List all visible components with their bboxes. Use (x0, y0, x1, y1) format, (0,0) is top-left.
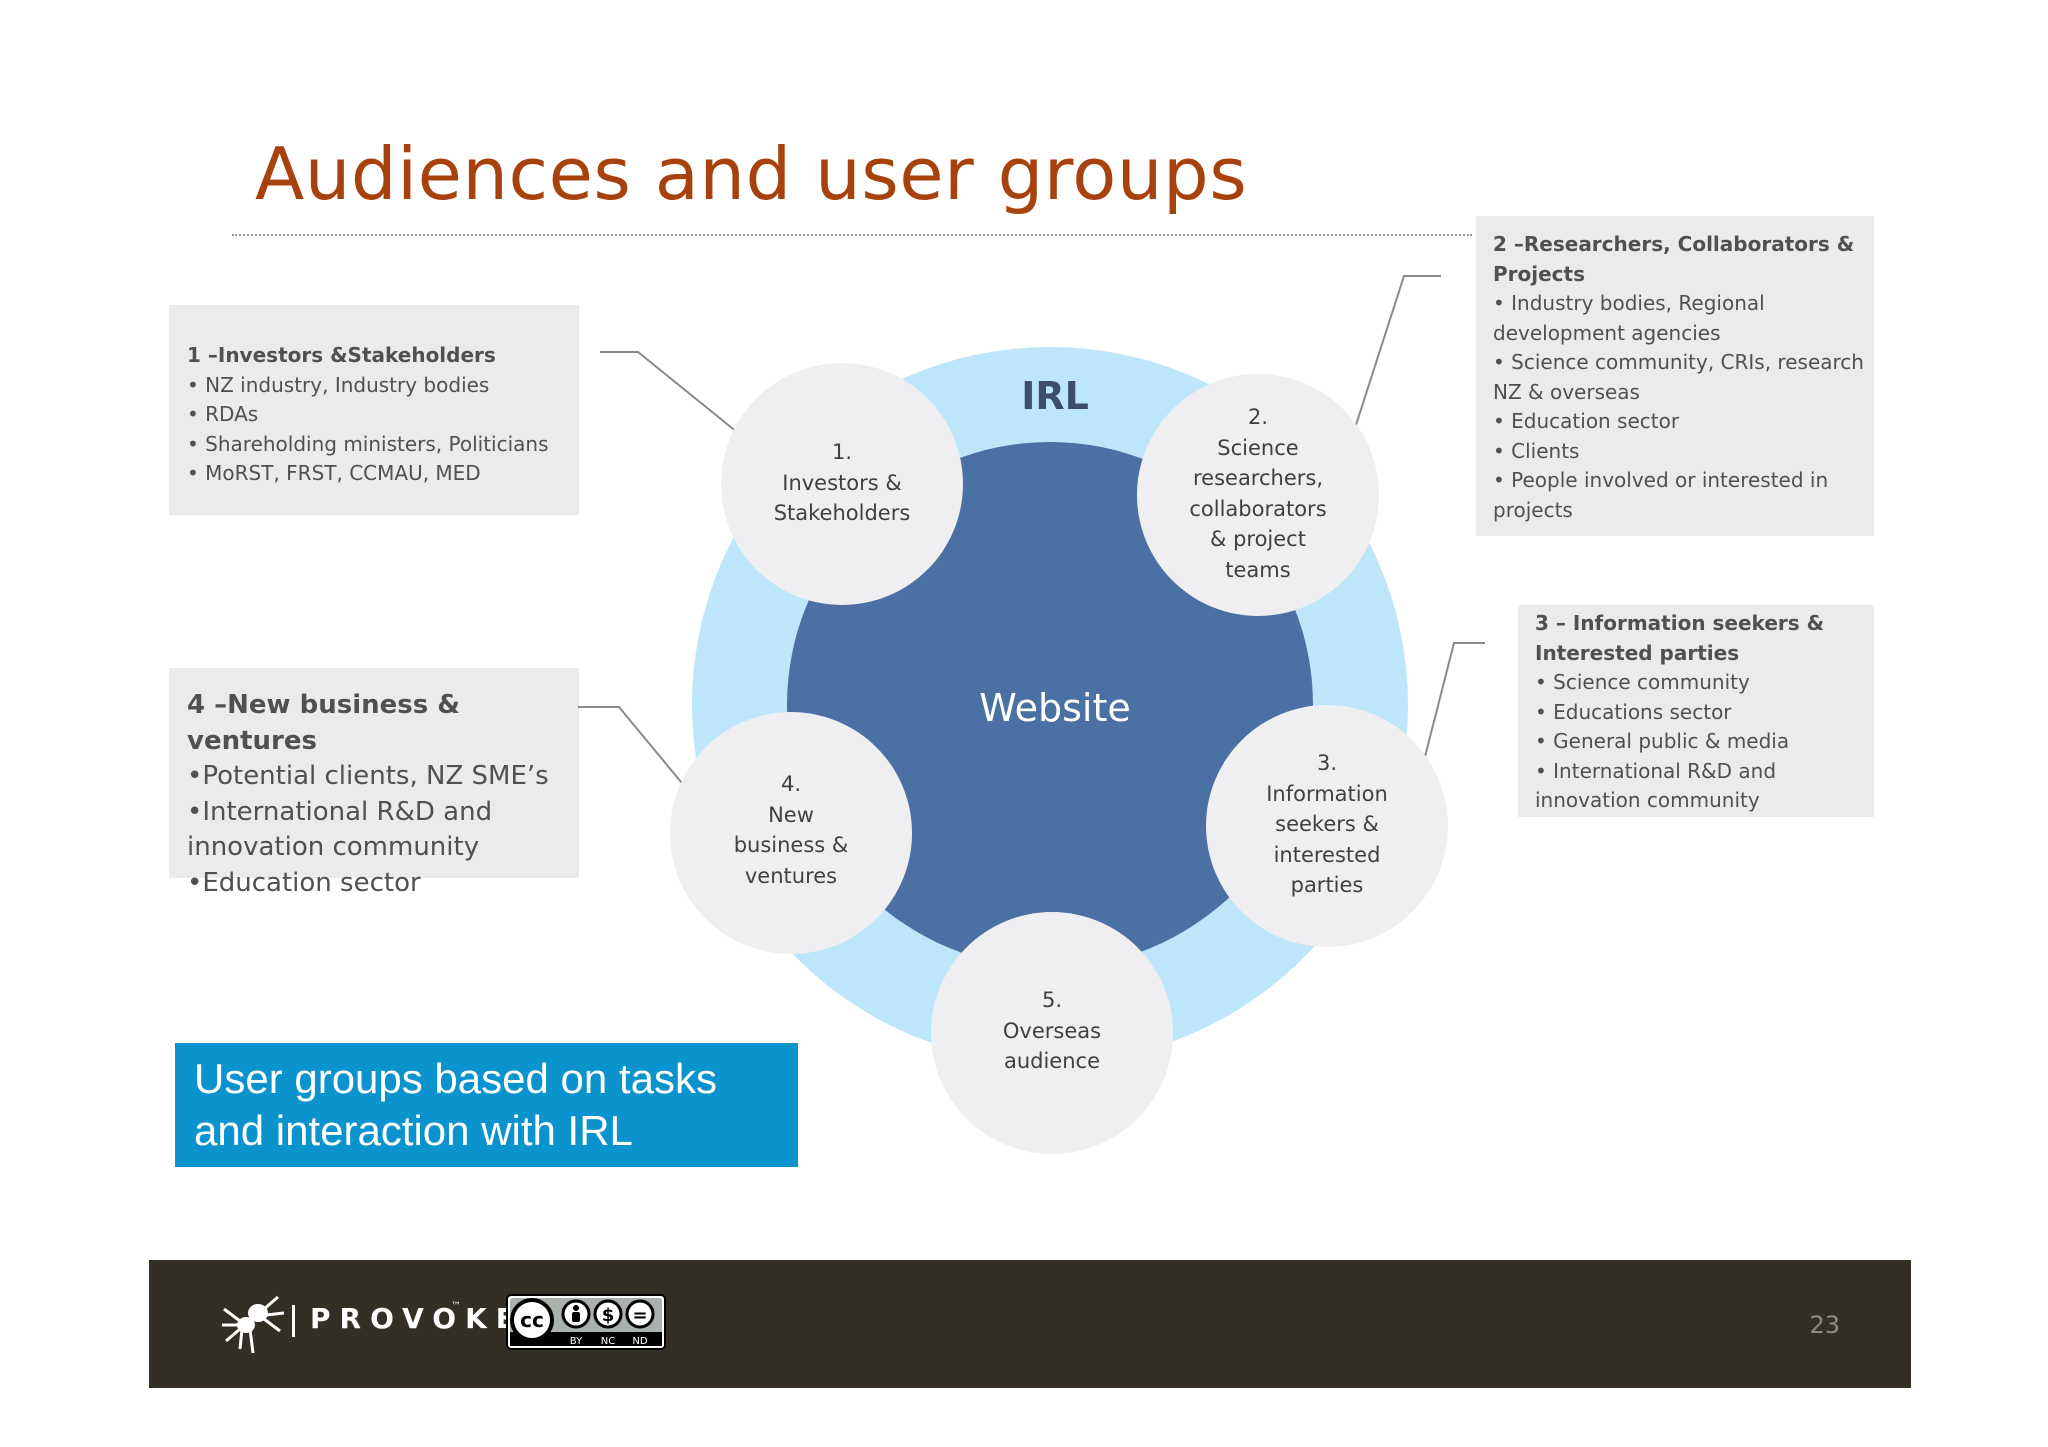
node-overseas (931, 912, 1173, 1154)
list-item: projects (1493, 497, 1573, 522)
license-label-by: BY (570, 1336, 583, 1347)
cc-glyph: cc (520, 1308, 544, 1332)
node-number: 1. (831, 440, 853, 464)
node-label-researchers: 2. Science researchers, collaborators & … (1158, 402, 1358, 585)
footer-bar (149, 1260, 1911, 1388)
node-label-line: audience (1003, 1049, 1101, 1073)
list-item: • Science community (1535, 670, 1750, 694)
summary-callout: User groups based on tasks and interacti… (175, 1043, 798, 1167)
title-divider (232, 234, 1472, 236)
slide-title: Audiences and user groups (255, 132, 1248, 216)
spider-logo-icon (222, 1295, 285, 1354)
callout-line: User groups based on tasks (194, 1055, 717, 1102)
connector-line-new-business (578, 706, 706, 812)
node-number: 4. (780, 772, 802, 796)
list-item: •Potential clients, NZ SME’s (187, 761, 549, 791)
irl-label: IRL (1021, 374, 1089, 418)
node-label-line: parties (1290, 873, 1364, 897)
nd-icon: = (625, 1299, 655, 1329)
by-icon (561, 1299, 591, 1329)
node-information-seekers (1206, 705, 1448, 947)
node-researchers (1137, 374, 1379, 616)
node-label-line: New (768, 802, 814, 827)
node-label-line: Investors & (782, 470, 902, 495)
list-item: • General public & media (1535, 729, 1790, 753)
node-label-line: researchers, (1192, 466, 1324, 490)
group-box-information-seekers: 3 – Information seekers & Interested par… (1518, 605, 1874, 817)
list-item: • People involved or interested in (1493, 468, 1829, 492)
list-item: • Clients (1493, 438, 1580, 463)
group-box-researchers: 2 –Researchers, Collaborators & Projects… (1476, 216, 1874, 536)
node-label-overseas: 5. Overseas audience (952, 985, 1152, 1077)
node-number: 5. (1041, 988, 1063, 1012)
nc-glyph: $ (602, 1305, 615, 1326)
group-title: 3 – Information seekers & (1535, 611, 1825, 635)
connector-line-investors (600, 351, 749, 442)
trademark-mark: ™ (451, 1301, 461, 1312)
group-title: Projects (1493, 261, 1586, 286)
brand-divider (292, 1305, 295, 1337)
node-number: 2. (1247, 405, 1269, 429)
license-label-nc: NC (601, 1336, 615, 1347)
list-item: NZ & overseas (1493, 379, 1640, 404)
list-item: innovation community (187, 832, 480, 862)
list-item: • International R&D and (1535, 758, 1777, 783)
node-label-line: Information (1266, 781, 1388, 806)
list-item: development agencies (1493, 320, 1721, 345)
node-number: 3. (1316, 751, 1338, 775)
list-item: •International R&D and (187, 796, 493, 827)
list-item: • Science community, CRIs, research (1493, 350, 1864, 374)
group-title: Interested parties (1535, 640, 1740, 665)
connector-line-information-seekers (1416, 642, 1485, 789)
license-label-nd: ND (632, 1336, 647, 1347)
node-label-line: Overseas (1002, 1018, 1102, 1043)
node-label-line: Stakeholders (773, 501, 911, 525)
node-label-investors: 1. Investors & Stakeholders (742, 437, 942, 529)
badge-footer-strip (510, 1332, 662, 1346)
nd-glyph: = (632, 1305, 647, 1326)
cc-icon: cc (510, 1298, 554, 1342)
list-item: • Education sector (1493, 409, 1680, 433)
node-label-line: collaborators (1189, 496, 1327, 521)
node-label-line: Science (1217, 435, 1299, 460)
page-number: 23 (1809, 1311, 1840, 1339)
website-label: Website (979, 686, 1131, 730)
group-title: 4 –New business & ventures (187, 690, 460, 756)
brand-name: PROVOKE (310, 1302, 524, 1335)
node-label-new-business: 4. New business & ventures (691, 769, 891, 891)
list-item: • NZ industry, Industry bodies (187, 372, 490, 397)
node-label-line: teams (1225, 557, 1291, 582)
cc-license-badge: cc $ = BY NC ND (506, 1294, 666, 1350)
list-item: • Shareholding ministers, Politicians (187, 431, 549, 456)
node-label-line: interested (1273, 842, 1381, 867)
node-label-line: & project (1210, 527, 1306, 551)
nc-icon: $ (593, 1299, 623, 1329)
list-item: • RDAs (187, 402, 259, 426)
node-label-line: business & (733, 833, 849, 857)
node-investors (721, 363, 963, 605)
node-label-information-seekers: 3. Information seekers & interested part… (1227, 748, 1427, 901)
group-box-new-business: 4 –New business & ventures •Potential cl… (169, 668, 579, 898)
list-item: • MoRST, FRST, CCMAU, MED (187, 461, 481, 485)
connector-line-researchers (1344, 275, 1441, 460)
list-item: •Education sector (187, 867, 421, 898)
group-title: 2 –Researchers, Collaborators & (1493, 232, 1855, 256)
group-box-investors: 1 –Investors &Stakeholders • NZ industry… (169, 305, 579, 515)
list-item: • Industry bodies, Regional (1493, 291, 1765, 315)
list-item: • Educations sector (1535, 699, 1732, 724)
list-item: innovation community (1535, 788, 1760, 812)
group-title: 1 –Investors &Stakeholders (187, 343, 496, 367)
node-label-line: ventures (744, 863, 838, 888)
node-new-business (670, 712, 912, 954)
node-label-line: seekers & (1275, 812, 1379, 836)
callout-line: and interaction with IRL (194, 1107, 633, 1154)
